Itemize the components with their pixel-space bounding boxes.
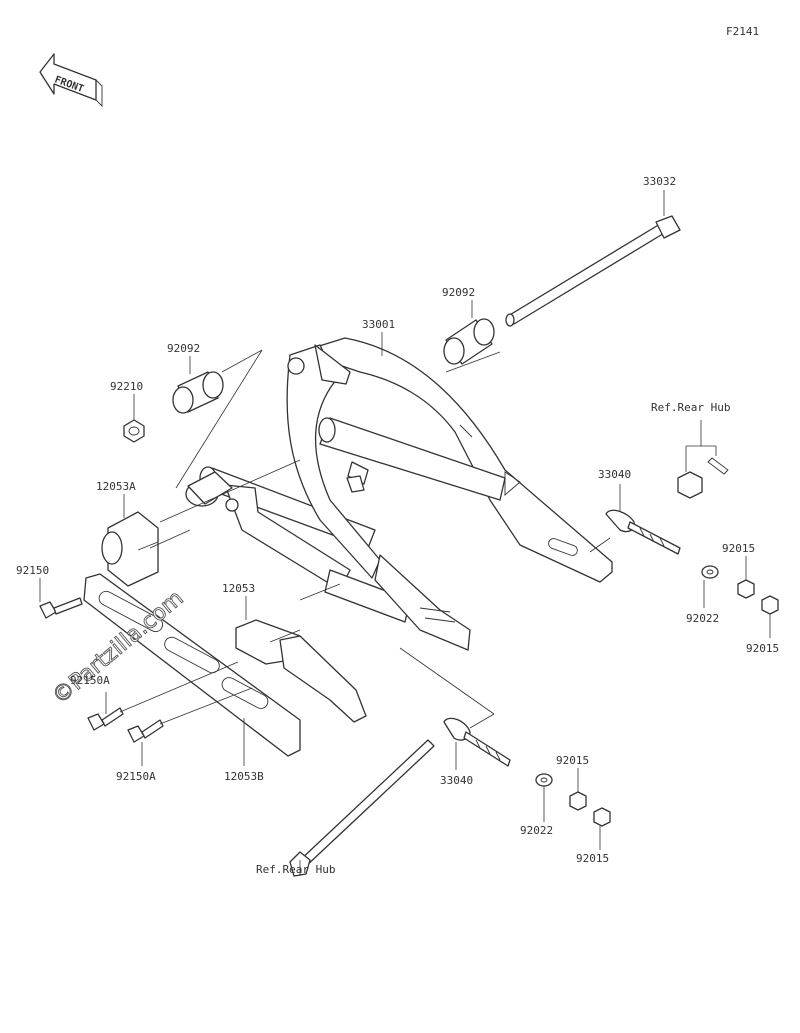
rear-axle	[289, 739, 435, 877]
label-92210: 92210	[110, 380, 143, 393]
nut-92015-c	[569, 791, 587, 811]
chain-adjuster-33040-top	[605, 509, 681, 555]
washer-92022-top	[701, 565, 719, 579]
label-92150: 92150	[16, 564, 49, 577]
washer-92022-bottom	[535, 773, 553, 787]
chain-slider-12053	[235, 619, 367, 723]
bolt-92150	[39, 597, 83, 619]
nut-92015-a	[737, 579, 755, 599]
chain-adjuster-33040-bottom	[443, 717, 511, 767]
castle-nut-icon	[677, 457, 729, 499]
bushing-92092-left	[172, 371, 224, 414]
label-12053: 12053	[222, 582, 255, 595]
nut-92015-b	[761, 595, 779, 615]
nut-92015-d	[593, 807, 611, 827]
label-12053B: 12053B	[224, 770, 264, 783]
leader-lines	[39, 190, 771, 876]
label-33040-top: 33040	[598, 468, 631, 481]
label-92015-a: 92015	[722, 542, 755, 555]
bolt-92150A-a	[87, 707, 124, 731]
front-arrow-icon: FRONT	[39, 53, 103, 108]
label-92022-top: 92022	[686, 612, 719, 625]
label-12053A: 12053A	[96, 480, 136, 493]
label-92150A-a: 92150A	[70, 674, 110, 687]
label-ref-rear-hub-top: Ref.Rear Hub	[651, 401, 730, 414]
label-33001: 33001	[362, 318, 395, 331]
label-92015-b: 92015	[746, 642, 779, 655]
figure-code: F2141	[726, 25, 759, 38]
nut-92210	[123, 419, 145, 443]
pivot-shaft-33032	[505, 215, 681, 327]
swingarm-33001	[185, 337, 613, 651]
label-92015-d: 92015	[576, 852, 609, 865]
label-92092-right: 92092	[442, 286, 475, 299]
label-33040-bottom: 33040	[440, 774, 473, 787]
bolt-92150A-b	[127, 719, 164, 743]
label-ref-rear-hub-bottom: Ref.Rear Hub	[256, 863, 335, 876]
chain-guide-12053B	[83, 573, 301, 757]
label-92150A-b: 92150A	[116, 770, 156, 783]
guide-12053A	[101, 511, 159, 587]
label-92022-bottom: 92022	[520, 824, 553, 837]
label-33032: 33032	[643, 175, 676, 188]
label-92092-left: 92092	[167, 342, 200, 355]
label-92015-c: 92015	[556, 754, 589, 767]
bushing-92092-right	[443, 318, 495, 365]
